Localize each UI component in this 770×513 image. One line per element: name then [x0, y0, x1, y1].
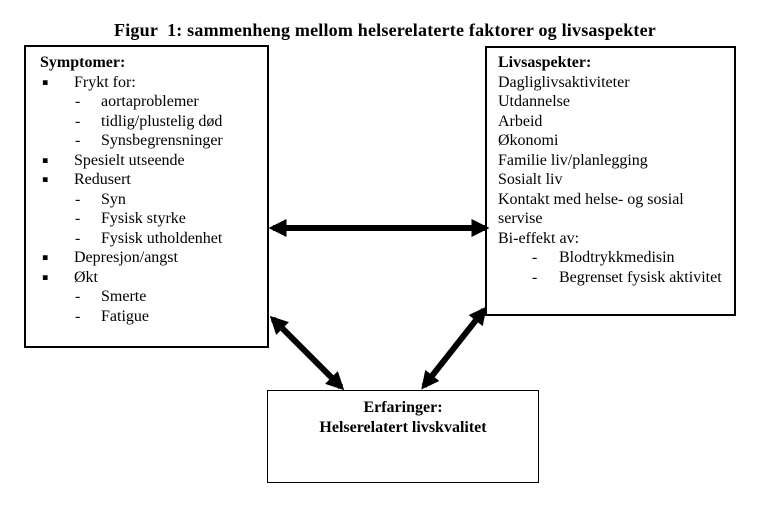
- list-item: Økonomi: [487, 131, 734, 151]
- erfaringer-box: Erfaringer: Helserelatert livskvalitet: [267, 390, 539, 483]
- bullet-square-icon: ▪: [42, 154, 49, 166]
- list-item-text: Utdannelse: [498, 93, 570, 110]
- list-item-text: Økonomi: [498, 132, 559, 149]
- list-item-text: Kontakt med helse- og sosial servise: [498, 190, 684, 228]
- list-item: - Fatigue: [26, 307, 267, 327]
- list-item: ▪ Spesielt utseende: [26, 151, 267, 171]
- list-item: - Blodtrykkmedisin: [487, 248, 734, 268]
- list-item: - tidlig/plustelig død: [26, 112, 267, 132]
- list-item: Sosialt liv: [487, 170, 734, 190]
- list-item: Arbeid: [487, 112, 734, 132]
- dash-icon: -: [75, 112, 81, 130]
- dash-icon: -: [75, 307, 81, 325]
- double-arrow-symptomer-erfaringer-icon: [269, 315, 345, 391]
- list-item-text: Økt: [74, 268, 98, 286]
- dash-icon: -: [75, 190, 81, 208]
- list-item-text: Bi-effekt av:: [498, 229, 580, 247]
- list-item: Kontakt med helse- og sosial servise: [487, 190, 734, 229]
- list-item-text: aortaproblemer: [101, 93, 199, 110]
- list-item-text: Sosialt liv: [498, 171, 563, 188]
- bullet-square-icon: ▪: [42, 252, 49, 263]
- bullet-square-icon: ▪: [42, 76, 49, 88]
- list-item: ▪ Redusert: [26, 170, 267, 190]
- list-item-text: Fatigue: [101, 307, 149, 325]
- list-item: Utdannelse: [487, 92, 734, 112]
- list-item: - Smerte: [26, 287, 267, 307]
- list-item-text: Fysisk styrke: [101, 210, 186, 227]
- list-item: ▪ Depresjon/angst: [26, 248, 267, 268]
- bullet-square-icon: ▪: [42, 174, 49, 185]
- livsaspekter-heading: Livsaspekter:: [498, 54, 592, 71]
- dash-icon: -: [75, 93, 81, 110]
- list-item: - Fysisk utholdenhet: [26, 229, 267, 249]
- list-item-text: Syn: [101, 190, 126, 208]
- symptom-box: Symptomer: ▪ Frykt for: - aortaproblemer - ti…: [24, 45, 269, 348]
- list-item-text: Dagliglivsaktiviteter: [498, 73, 630, 91]
- list-item: - Begrenset fysisk aktivitet: [487, 268, 734, 288]
- erfaringer-heading: Erfaringer:: [363, 399, 443, 416]
- dash-icon: -: [75, 210, 81, 227]
- dash-icon: -: [75, 288, 81, 305]
- list-item: - Fysisk styrke: [26, 209, 267, 229]
- dash-icon: -: [75, 229, 81, 247]
- symptom-heading: Symptomer:: [40, 54, 126, 71]
- erfaringer-subtitle: Helserelatert livskvalitet: [319, 418, 487, 436]
- list-item: - aortaproblemer: [26, 92, 267, 112]
- list-item: - Syn: [26, 190, 267, 210]
- bullet-square-icon: ▪: [42, 271, 49, 283]
- list-item-text: Begrenset fysisk aktivitet: [559, 268, 722, 286]
- dash-icon: -: [532, 249, 538, 266]
- list-item-text: Spesielt utseende: [74, 151, 185, 169]
- list-item: Dagliglivsaktiviteter: [487, 73, 734, 93]
- double-arrow-livsaspekter-erfaringer-icon: [421, 306, 487, 390]
- list-item-text: Frykt for:: [74, 73, 136, 91]
- list-item-text: Arbeid: [498, 112, 543, 130]
- list-item: Bi-effekt av:: [487, 229, 734, 249]
- dash-icon: -: [75, 132, 81, 149]
- list-item: - Synsbegrensninger: [26, 131, 267, 151]
- list-item: ▪ Økt: [26, 268, 267, 288]
- list-item-text: tidlig/plustelig død: [101, 112, 223, 130]
- list-item-text: Synsbegrensninger: [101, 132, 223, 149]
- list-item-text: Smerte: [101, 288, 147, 305]
- list-item-text: Blodtrykkmedisin: [559, 249, 675, 266]
- list-item: ▪ Frykt for:: [26, 73, 267, 93]
- symptom-list: ▪ Frykt for: - aortaproblemer - tidlig/pluste…: [26, 73, 267, 327]
- list-item-text: Fysisk utholdenhet: [101, 229, 223, 247]
- figure-title: Figur 1: sammenheng mellom helserelatert…: [114, 20, 656, 40]
- dash-icon: -: [532, 268, 538, 286]
- list-item-text: Depresjon/angst: [74, 249, 178, 266]
- list-item-text: Redusert: [74, 171, 131, 188]
- list-item-text: Familie liv/planlegging: [498, 151, 648, 169]
- list-item: Familie liv/planlegging: [487, 151, 734, 171]
